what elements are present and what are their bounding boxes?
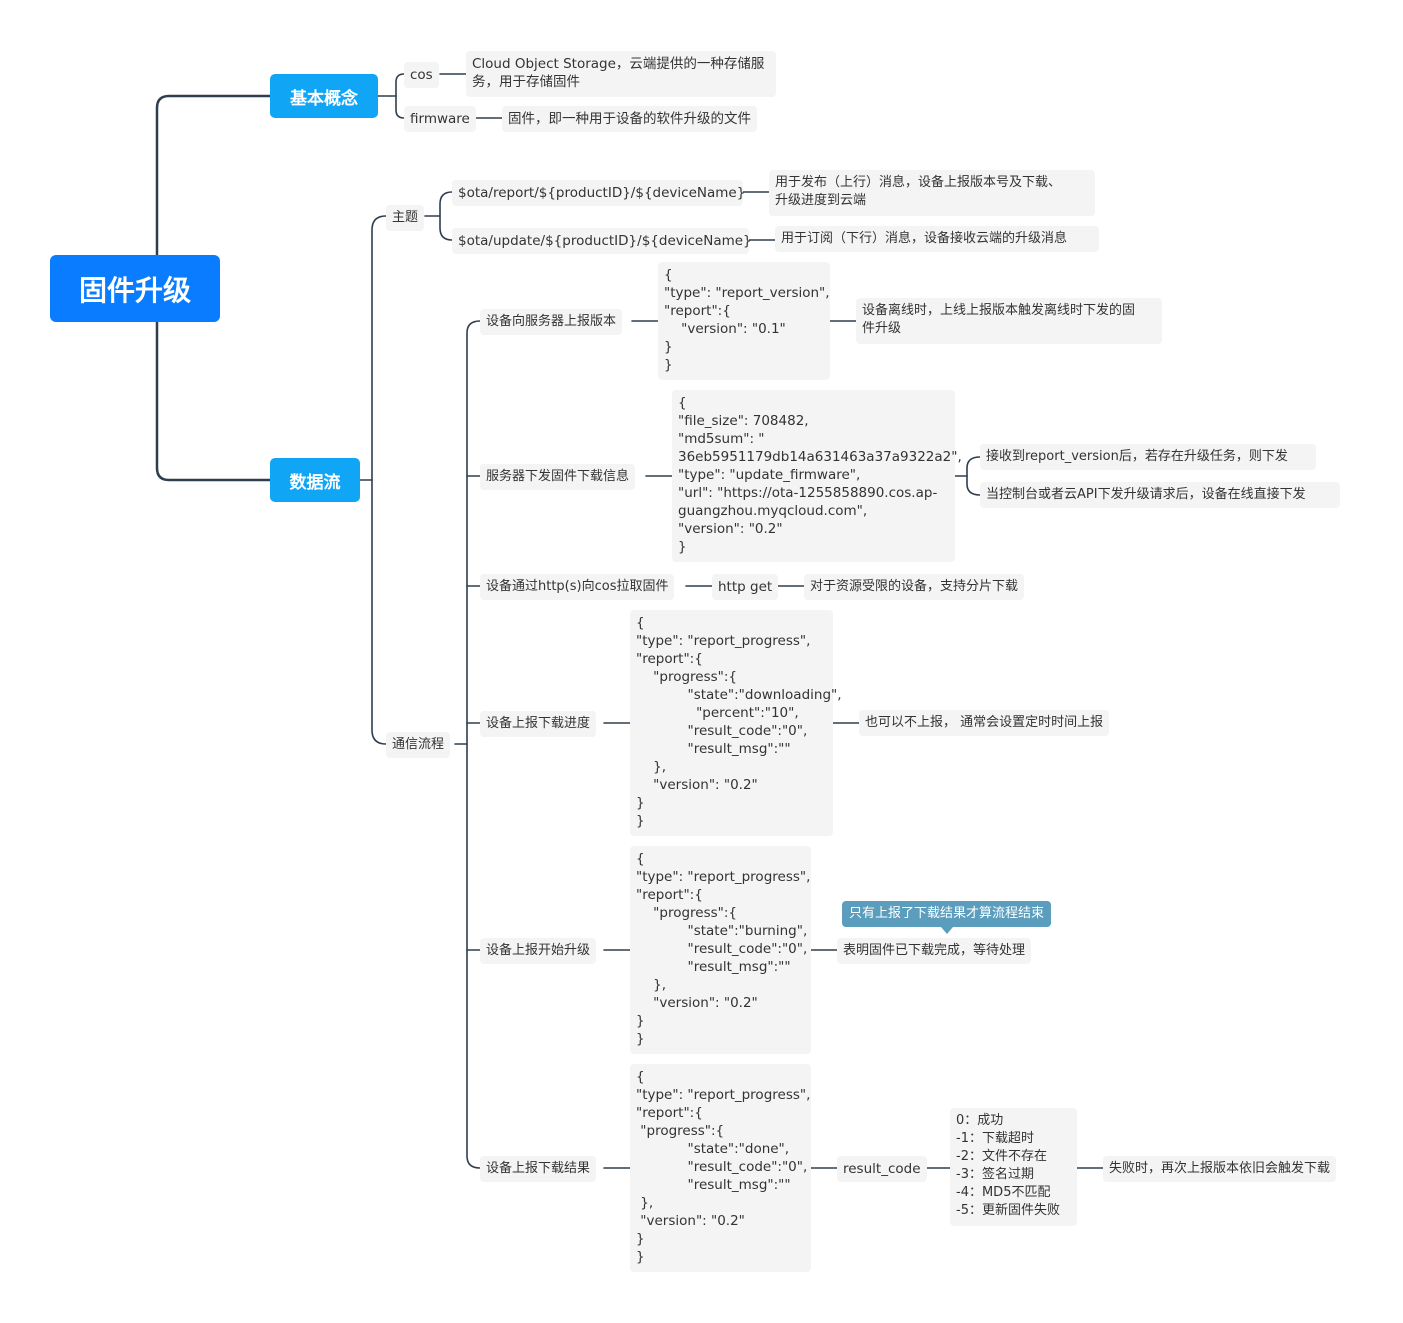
node-step2-note2[interactable]: 当控制台或者云API下发升级请求后，设备在线直接下发 — [980, 482, 1340, 508]
node-step-report-progress[interactable]: 设备上报下载进度 — [480, 711, 597, 737]
node-step2-note1[interactable]: 接收到report_version后，若存在升级任务，则下发 — [980, 444, 1316, 470]
node-step-report-result[interactable]: 设备上报下载结果 — [480, 1156, 597, 1182]
node-update-topic[interactable]: $ota/update/${productID}/${deviceName} — [452, 228, 752, 254]
node-result-code-list[interactable]: 0：成功 -1：下载超时 -2：文件不存在 -3：签名过期 -4：MD5不匹配 … — [950, 1108, 1077, 1226]
node-cos[interactable]: cos — [404, 62, 439, 88]
node-report-topic[interactable]: $ota/report/${productID}/${deviceName} — [452, 180, 745, 206]
node-step4-json[interactable]: { "type": "report_progress", "report":{ … — [630, 610, 842, 836]
node-step5-note[interactable]: 表明固件已下载完成，等待处理 — [837, 938, 1032, 964]
topic-basic-concepts[interactable]: 基本概念 — [270, 74, 378, 118]
node-topic[interactable]: 主题 — [386, 205, 425, 231]
node-step6-json[interactable]: { "type": "report_progress", "report":{ … — [630, 1064, 811, 1272]
node-step5-json[interactable]: { "type": "report_progress", "report":{ … — [630, 846, 811, 1054]
callout-flow-end: 只有上报了下载结果才算流程结束 — [842, 901, 1052, 927]
node-step2-json[interactable]: { "file_size": 708482, "md5sum": " 36eb5… — [672, 390, 962, 562]
callout-pointer — [941, 927, 953, 934]
topic-data-flow[interactable]: 数据流 — [270, 458, 360, 502]
node-update-topic-desc[interactable]: 用于订阅（下行）消息，设备接收云端的升级消息 — [775, 226, 1099, 252]
node-firmware-desc[interactable]: 固件，即一种用于设备的软件升级的文件 — [502, 106, 757, 132]
node-step3-note[interactable]: 对于资源受限的设备，支持分片下载 — [804, 574, 1025, 600]
node-step1-note[interactable]: 设备离线时，上线上报版本触发离线时下发的固 件升级 — [856, 298, 1162, 344]
node-http-get[interactable]: http get — [712, 574, 779, 600]
node-step-server-download-info[interactable]: 服务器下发固件下载信息 — [480, 464, 636, 490]
node-step4-note[interactable]: 也可以不上报， 通常会设置定时时间上报 — [859, 710, 1110, 736]
node-step6-note[interactable]: 失败时，再次上报版本依旧会触发下载 — [1103, 1156, 1337, 1182]
node-step-pull-firmware[interactable]: 设备通过http(s)向cos拉取固件 — [480, 574, 675, 600]
node-result-code[interactable]: result_code — [837, 1156, 927, 1182]
node-step1-json[interactable]: { "type": "report_version", "report":{ "… — [658, 262, 830, 380]
node-step-report-version[interactable]: 设备向服务器上报版本 — [480, 309, 623, 335]
root-topic[interactable]: 固件升级 — [50, 255, 220, 322]
node-firmware[interactable]: firmware — [404, 106, 476, 132]
node-step-report-start-upgrade[interactable]: 设备上报开始升级 — [480, 938, 597, 964]
node-comm-flow[interactable]: 通信流程 — [386, 732, 451, 758]
node-cos-desc[interactable]: Cloud Object Storage，云端提供的一种存储服 务，用于存储固件 — [466, 51, 776, 97]
node-report-topic-desc[interactable]: 用于发布（上行）消息，设备上报版本号及下载、 升级进度到云端 — [769, 170, 1095, 216]
